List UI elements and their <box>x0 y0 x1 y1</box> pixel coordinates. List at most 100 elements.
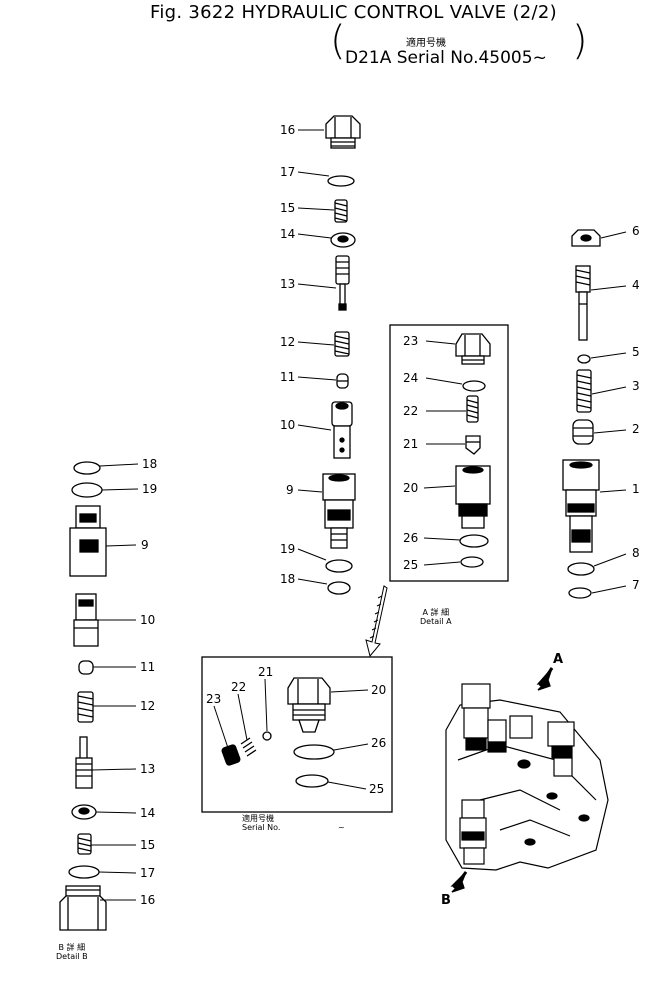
part-16-plug-b <box>59 885 107 931</box>
part-1-valve-body <box>562 459 600 553</box>
part-4-adjust-screw <box>575 265 591 341</box>
callout-22-a: 22 <box>403 404 418 418</box>
part-20-valve-body-alt <box>287 677 331 733</box>
part-13-poppet-b <box>75 736 93 789</box>
callout-19-b: 19 <box>142 482 157 496</box>
left-column-parts <box>59 461 139 931</box>
lower-box-leader-lines <box>213 678 369 790</box>
detail-b-caption-en: Detail B <box>56 952 88 961</box>
detail-a-box <box>389 324 509 582</box>
part-9-valve-body <box>322 473 356 549</box>
callout-numbers: 16 17 15 14 13 12 11 10 9 19 18 6 4 5 3 … <box>140 123 640 908</box>
callout-17: 17 <box>280 165 295 179</box>
callout-10: 10 <box>280 418 295 432</box>
callout-18: 18 <box>280 572 295 586</box>
figure-title: Fig. 3622 HYDRAULIC CONTROL VALVE (2/2) <box>150 2 557 23</box>
part-17-o-ring-b <box>68 865 100 879</box>
part-19-o-ring-b <box>71 482 103 498</box>
lower-box-serial-jp: 適用号機 <box>242 814 274 823</box>
part-12-spring <box>334 331 350 357</box>
callout-13: 13 <box>280 277 295 291</box>
callout-4: 4 <box>632 278 640 292</box>
callout-23-a: 23 <box>403 334 418 348</box>
callout-12-b: 12 <box>140 699 155 713</box>
part-21-ball-alt <box>262 731 272 741</box>
callout-9-b: 9 <box>141 538 149 552</box>
part-6-nut <box>571 229 601 247</box>
part-7-o-ring <box>568 587 592 599</box>
callout-8: 8 <box>632 546 640 560</box>
callout-12: 12 <box>280 335 295 349</box>
detail-b-caption-jp: B 詳 細 <box>58 943 86 952</box>
callout-18-b: 18 <box>142 457 157 471</box>
part-25-o-ring <box>460 556 484 568</box>
part-10-spool-b <box>73 593 99 647</box>
callout-20-lower: 20 <box>371 683 386 697</box>
part-2-poppet <box>572 419 594 445</box>
callout-22-lower: 22 <box>231 680 246 694</box>
close-parenthesis: ) <box>572 18 588 64</box>
part-8-o-ring <box>567 562 595 576</box>
callout-21-lower: 21 <box>258 665 273 679</box>
callout-2: 2 <box>632 422 640 436</box>
right-leader-lines <box>590 231 627 594</box>
center-column-parts <box>297 115 361 595</box>
callout-5: 5 <box>632 345 640 359</box>
earlier-serial-detail-box <box>201 656 393 813</box>
open-parenthesis: ( <box>330 18 346 64</box>
callout-16-b: 16 <box>140 893 155 907</box>
left-leader-lines <box>91 463 139 901</box>
part-15-spring <box>334 199 348 223</box>
part-3-spring <box>576 369 592 413</box>
part-18-o-ring <box>327 581 351 595</box>
callout-26-a: 26 <box>403 531 418 545</box>
callout-21-a: 21 <box>403 437 418 451</box>
callout-15: 15 <box>280 201 295 215</box>
callout-11: 11 <box>280 370 295 384</box>
part-5-o-ring <box>577 354 591 364</box>
callout-7: 7 <box>632 578 640 592</box>
callout-23-lower: 23 <box>206 692 221 706</box>
view-letter-b: B <box>441 893 451 908</box>
part-23-plug <box>455 333 491 365</box>
part-11-ball-seat <box>336 373 349 389</box>
callout-26-lower: 26 <box>371 736 386 750</box>
detail-a-leader-lines <box>423 340 466 566</box>
detail-a-caption-jp: A 詳 細 <box>422 608 450 617</box>
callout-9: 9 <box>286 483 294 497</box>
lower-box-serial-caption: 適用号機 Serial No. <box>242 814 280 832</box>
callout-14: 14 <box>280 227 295 241</box>
view-letter-a: A <box>553 652 563 667</box>
callout-1: 1 <box>632 482 640 496</box>
applicability-label-jp: 適用号機 <box>406 38 446 49</box>
serial-range: D21A Serial No.45005~ <box>345 48 547 68</box>
part-12-spring-b <box>77 691 94 723</box>
part-21-poppet <box>465 435 481 455</box>
callout-24-a: 24 <box>403 371 418 385</box>
part-20-valve-body <box>455 465 491 529</box>
callout-14-b: 14 <box>140 806 155 820</box>
callout-10-b: 10 <box>140 613 155 627</box>
view-arrow-a <box>536 667 554 691</box>
part-14-seat-b <box>71 804 97 820</box>
callout-16: 16 <box>280 123 295 137</box>
callout-3: 3 <box>632 379 640 393</box>
part-26-o-ring <box>459 534 489 548</box>
part-22-spring <box>466 395 479 423</box>
part-26-o-ring-alt <box>293 744 335 760</box>
center-leader-lines <box>297 129 337 585</box>
lower-box-serial-en: Serial No. <box>242 823 281 832</box>
part-11-ball-seat-b <box>78 660 94 675</box>
callout-19: 19 <box>280 542 295 556</box>
callout-6: 6 <box>632 224 640 238</box>
detail-pointer-arrow <box>365 585 388 658</box>
callout-25-a: 25 <box>403 558 418 572</box>
detail-a-caption-en: Detail A <box>420 617 452 626</box>
part-25-o-ring-alt <box>295 774 329 788</box>
callout-20-a: 20 <box>403 481 418 495</box>
detail-a-caption: A 詳 細 Detail A <box>420 608 452 626</box>
part-23-plug-alt <box>221 744 241 766</box>
part-22-spring-alt <box>240 737 257 757</box>
part-18-o-ring-b <box>73 461 101 475</box>
